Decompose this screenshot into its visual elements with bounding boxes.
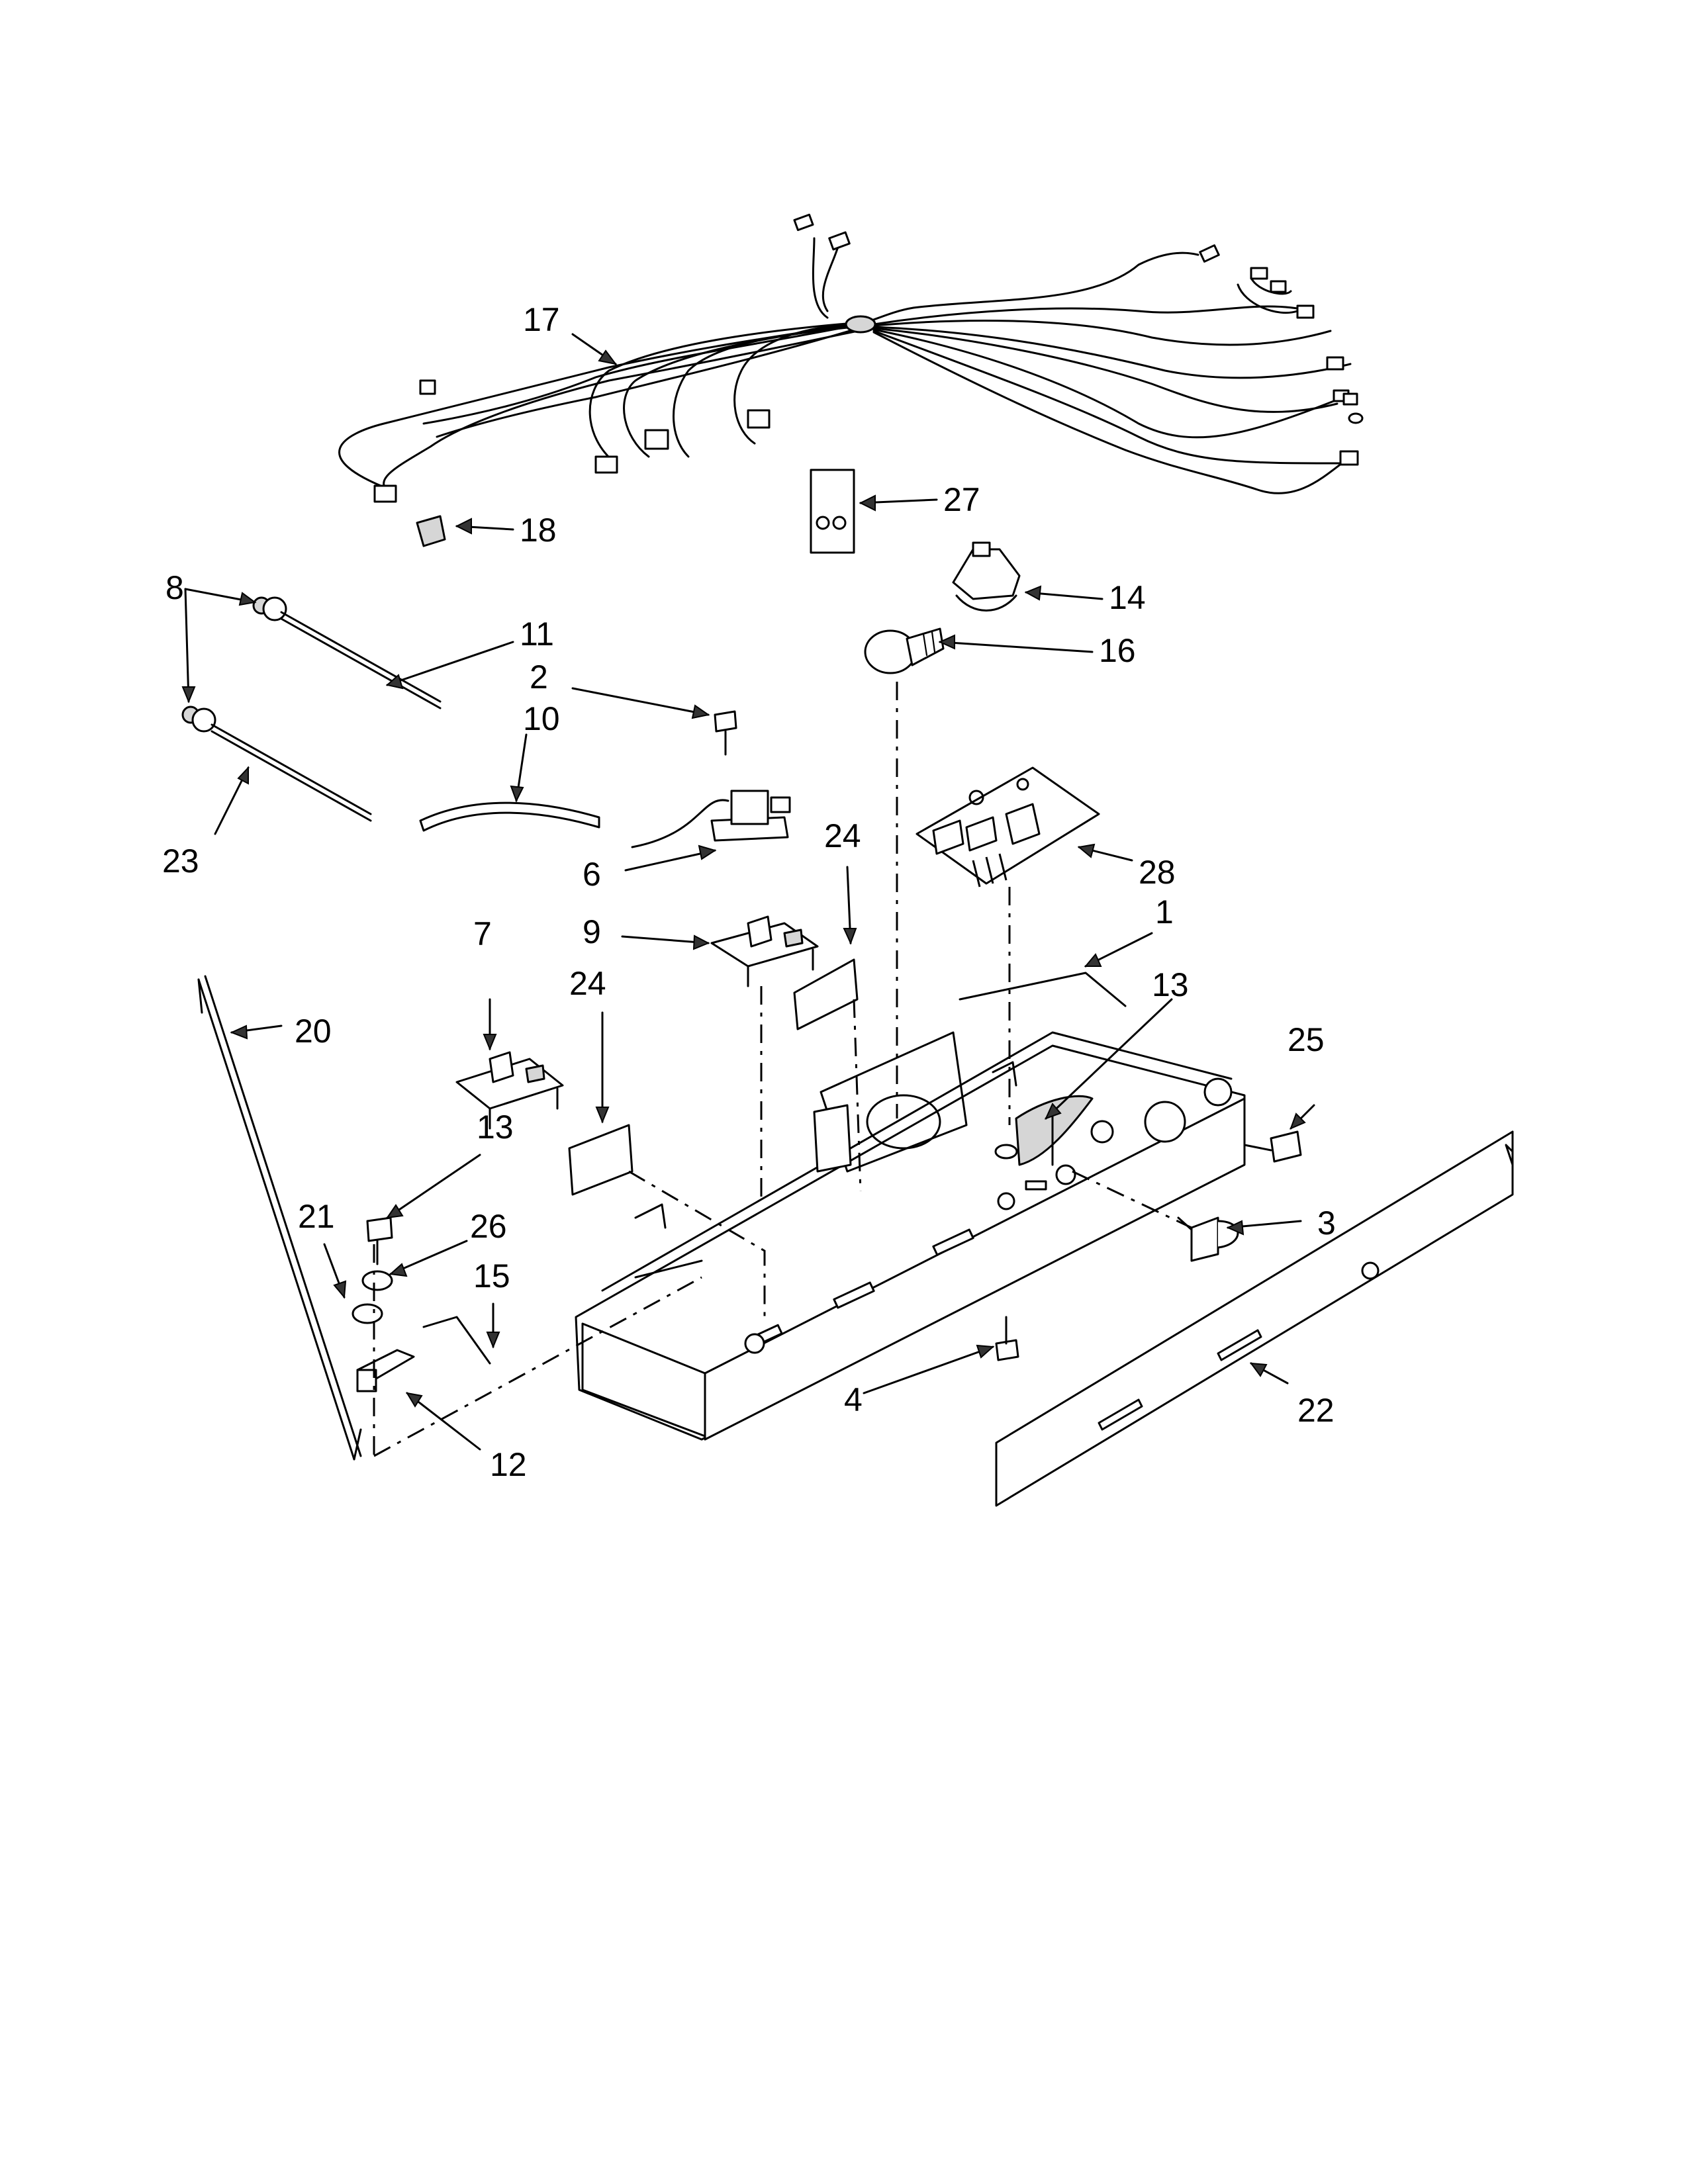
callout-21: 21 — [298, 1198, 335, 1235]
callout-9: 9 — [583, 913, 601, 950]
callout-7: 7 — [473, 915, 492, 952]
pad-part — [810, 469, 855, 554]
callout-15: 15 — [473, 1257, 510, 1295]
switch-part — [631, 790, 791, 848]
trim-part-20 — [197, 975, 362, 1461]
wire-part-15 — [422, 1316, 491, 1365]
bracket-part-9 — [710, 915, 819, 987]
hinge-part-12 — [356, 1349, 415, 1392]
callout-28: 28 — [1139, 854, 1176, 891]
callout-1: 1 — [1155, 893, 1174, 931]
lamp-socket — [952, 541, 1021, 612]
washer-part-21 — [352, 1303, 383, 1324]
callout-13-lower: 13 — [477, 1109, 514, 1146]
callout-2: 2 — [530, 659, 548, 696]
light-bulb-icon — [864, 627, 945, 674]
callout-27: 27 — [943, 481, 980, 518]
screw-part-13-lower — [366, 1216, 393, 1265]
callout-4: 4 — [844, 1381, 863, 1418]
callout-22: 22 — [1297, 1392, 1335, 1429]
callout-arrowheads — [181, 349, 1306, 1408]
trim-part-22 — [995, 1130, 1514, 1507]
callout-3: 3 — [1317, 1205, 1336, 1242]
control-housing — [575, 972, 1246, 1441]
callout-26: 26 — [470, 1208, 507, 1245]
callout-14: 14 — [1109, 579, 1146, 616]
callout-20: 20 — [295, 1013, 332, 1050]
callout-11: 11 — [520, 615, 554, 653]
callout-12: 12 — [490, 1446, 527, 1483]
label-part-lower — [568, 1124, 633, 1196]
harness-clip-icon — [845, 315, 876, 334]
label-part-upper — [793, 958, 859, 1030]
callout-13: 13 — [1152, 966, 1189, 1003]
callout-17: 17 — [523, 301, 560, 338]
callout-25: 25 — [1288, 1021, 1325, 1058]
assembly-lines — [373, 682, 1192, 1459]
thermistor-assemblies — [181, 596, 442, 822]
callout-18: 18 — [520, 512, 557, 549]
screw-icon — [714, 710, 737, 756]
tube-part — [419, 801, 600, 832]
control-board — [915, 766, 1100, 887]
screw-part-25 — [1243, 1130, 1302, 1163]
callout-6: 6 — [583, 856, 601, 893]
callout-numbers: 17 18 27 8 11 2 14 16 10 23 6 24 28 7 9 … — [162, 301, 1336, 1483]
callout-10: 10 — [523, 700, 560, 737]
callout-23: 23 — [162, 842, 199, 880]
washer-part-26 — [361, 1270, 393, 1291]
bracket-part-7 — [455, 1051, 564, 1130]
screw-part-4 — [995, 1316, 1019, 1361]
wire-harness — [338, 213, 1364, 503]
callout-24: 24 — [824, 817, 861, 854]
callout-8: 8 — [165, 569, 184, 606]
callout-24-lower: 24 — [569, 965, 606, 1002]
harness-end-18b — [634, 1259, 703, 1279]
lamp-holder-part-3 — [1177, 1216, 1239, 1262]
callout-16: 16 — [1099, 632, 1136, 669]
clip-icon — [416, 515, 446, 547]
